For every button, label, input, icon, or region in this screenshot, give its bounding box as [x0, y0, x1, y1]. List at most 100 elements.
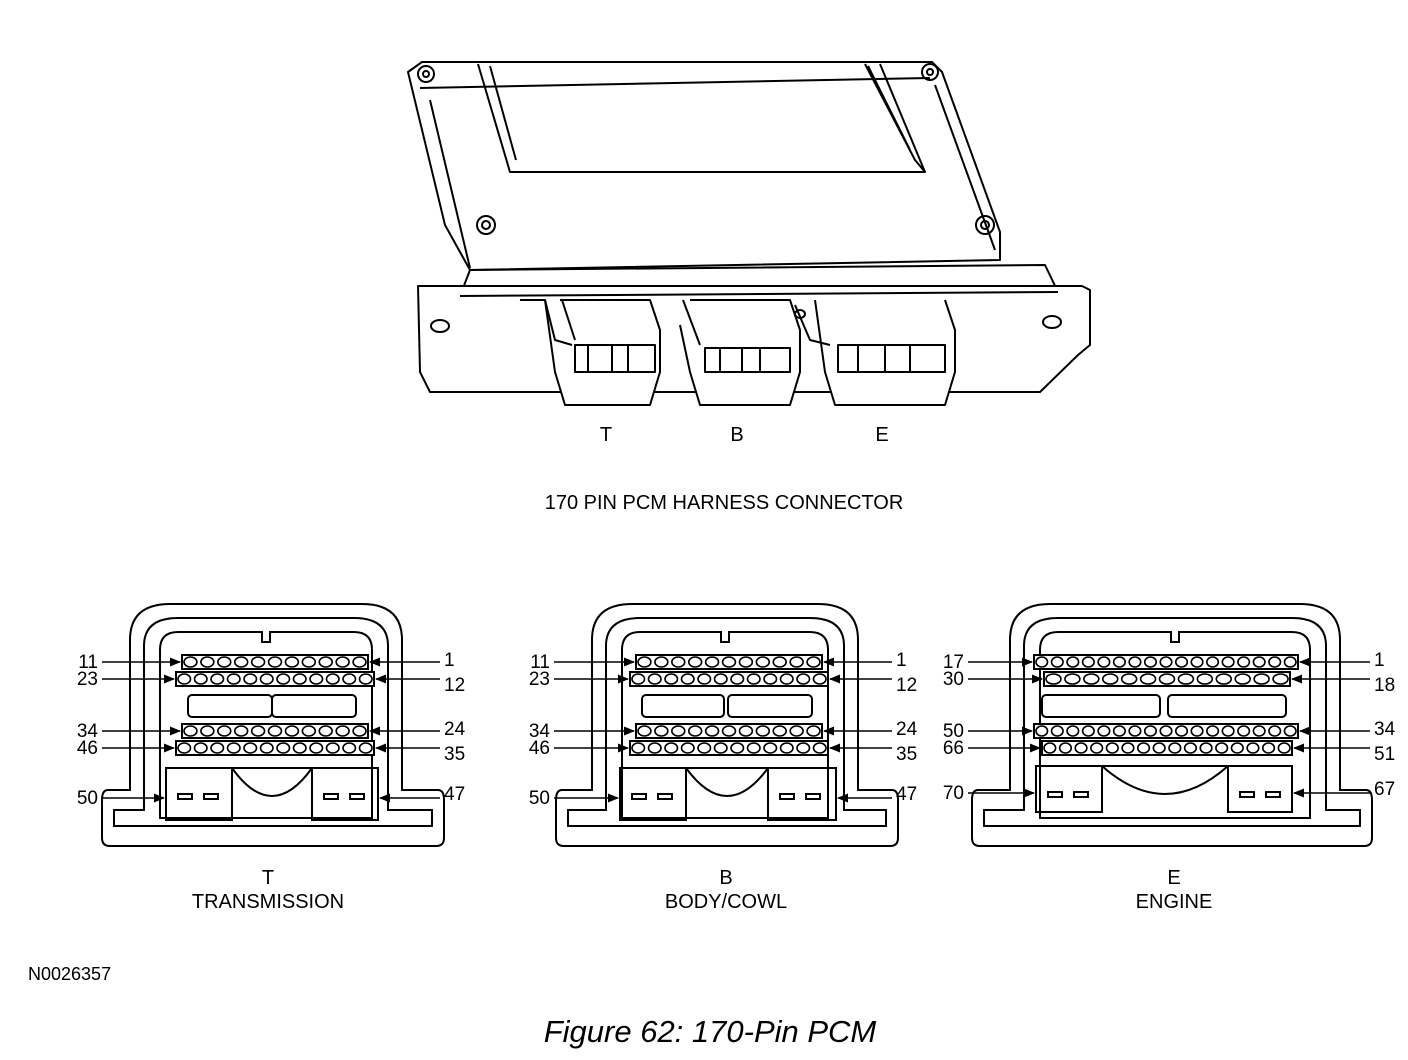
pin-cavity [1105, 742, 1119, 754]
pin-cavity [1221, 656, 1235, 668]
pin-cavity [654, 725, 669, 737]
pin-cavity [259, 742, 274, 754]
pin-number-right: 51 [1374, 744, 1395, 765]
pin-cavity [276, 742, 291, 754]
pin-cavity [1050, 725, 1064, 737]
pin-cavity [1230, 742, 1244, 754]
pin-cavity [1035, 656, 1049, 668]
pin-cavity [226, 742, 241, 754]
pin-cavity [358, 742, 373, 754]
pin-cavity [806, 656, 821, 668]
pin-cavity [284, 656, 300, 668]
pin-cavity [1177, 673, 1195, 685]
pin-number-right: 35 [896, 744, 917, 765]
pin-cavity [697, 742, 712, 754]
pin-cavity [1159, 725, 1173, 737]
pcm-label-b: B [730, 424, 743, 446]
pin-cavity [226, 673, 241, 685]
pin-cavity [200, 725, 215, 737]
pin-number-right: 35 [444, 744, 465, 765]
pin-cavity [1050, 656, 1064, 668]
pin-cavity [1215, 742, 1229, 754]
pin-cavity [1283, 725, 1297, 737]
pin-cavity [335, 725, 350, 737]
pin-cavity [352, 725, 367, 737]
pin-cavity [1158, 673, 1176, 685]
pin-row: 46 35 [77, 738, 465, 765]
pin-number-left: 46 [77, 738, 98, 759]
pin-cavity [1261, 742, 1276, 754]
pin-cavity [704, 656, 720, 668]
pin-cavity [318, 725, 333, 737]
pin-cavity [730, 673, 745, 685]
pin-cavity [1112, 656, 1126, 668]
pin-number-right: 34 [1374, 719, 1396, 740]
pin-cavity [631, 742, 646, 754]
pin-cavity [806, 725, 821, 737]
pin-cavity [664, 673, 679, 685]
pin-number-right: 24 [896, 719, 918, 740]
pin-cavity [1121, 742, 1135, 754]
pin-cavity [276, 673, 291, 685]
pin-cavity [1097, 725, 1111, 737]
pin-cavity [1237, 656, 1251, 668]
pin-cavity [746, 673, 761, 685]
pin-cavity [1143, 725, 1158, 737]
pin-cavity [664, 742, 679, 754]
pin-cavity [183, 656, 198, 668]
pin-number-left: 50 [77, 788, 98, 809]
connector-name: BODY/COWL [665, 891, 787, 913]
pin-cavity [1066, 725, 1080, 737]
pin-number-right: 1 [896, 650, 907, 671]
pin-number-left: 34 [77, 721, 99, 742]
pin-cavity [1268, 725, 1282, 737]
pin-number-left: 34 [529, 721, 551, 742]
pin-cavity [647, 742, 662, 754]
pin-cavity [1136, 742, 1151, 754]
pin-number-left: 50 [529, 788, 550, 809]
connector-letter: T [262, 867, 274, 889]
pin-cavity [210, 742, 225, 754]
connector-housing [555, 603, 899, 847]
pin-cavity [210, 673, 225, 685]
pin-cavity [1237, 725, 1251, 737]
pin-cavity [1277, 742, 1291, 754]
pin-cavity [654, 656, 669, 668]
pin-cavity [1196, 673, 1214, 685]
pin-row: 17 1 [943, 650, 1385, 673]
pin-cavity [1234, 673, 1251, 685]
pin-cavity [1043, 742, 1057, 754]
pin-number-left: 17 [943, 652, 964, 673]
pin-number-left: 46 [529, 738, 550, 759]
pin-cavity [193, 673, 208, 685]
pin-cavity [1252, 725, 1266, 737]
pin-cavity [309, 742, 324, 754]
pin-cavity [772, 725, 787, 737]
pin-cavity [183, 725, 198, 737]
pin-cavity [755, 725, 771, 737]
pcm-heading: 170 PIN PCM HARNESS CONNECTOR [545, 492, 904, 514]
pin-cavity [177, 742, 192, 754]
pin-cavity [301, 656, 317, 668]
pin-cavity [1066, 656, 1080, 668]
pin-cavity [243, 673, 258, 685]
pin-cavity [177, 673, 192, 685]
pin-cavity [1152, 742, 1166, 754]
pin-cavity [746, 742, 761, 754]
pin-cavity [796, 673, 811, 685]
pin-cavity [233, 725, 249, 737]
pin-number-right: 24 [444, 719, 466, 740]
connector-name: ENGINE [1136, 891, 1213, 913]
pin-row: 34 24 [529, 719, 918, 742]
pin-row: 34 24 [77, 719, 466, 742]
pin-cavity [671, 656, 686, 668]
pin-number-right: 1 [1374, 650, 1385, 671]
pin-cavity [1120, 673, 1138, 685]
pin-cavity [687, 656, 703, 668]
pin-cavity [217, 725, 232, 737]
pin-cavity [1190, 725, 1204, 737]
